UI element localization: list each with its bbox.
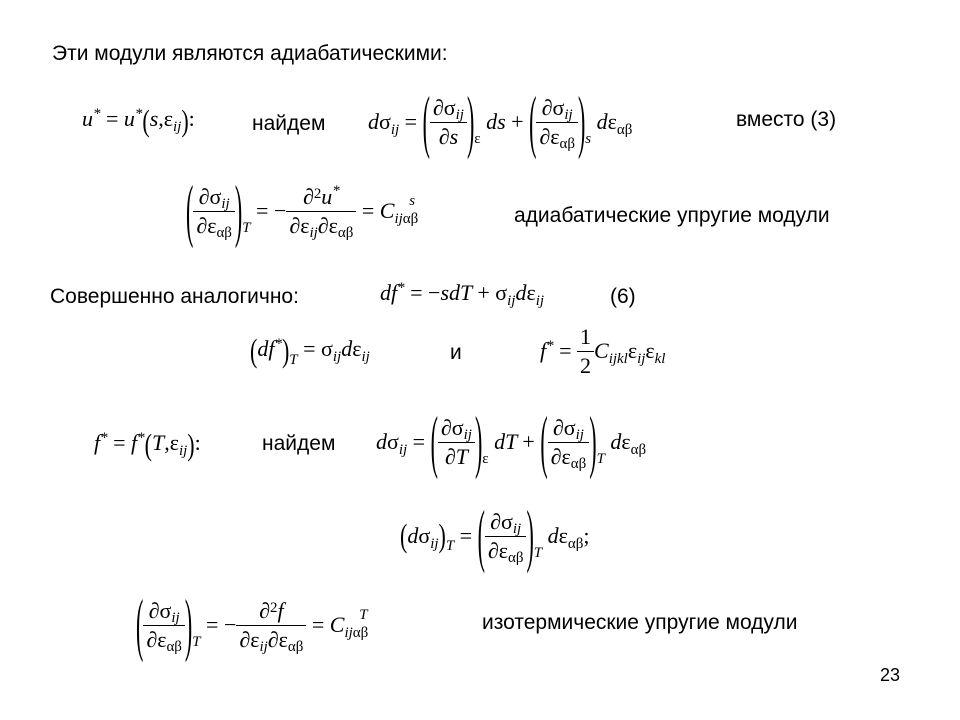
formula-adiabatic-moduli: ( ∂σij∂εαβ )T = − ∂2u*∂εij∂εαβ = Cijαβs: [186, 169, 419, 250]
heading: Эти модули являются адиабатическими:: [52, 42, 448, 65]
label-eq-6: (6): [610, 285, 636, 308]
label-find-2: найдем: [262, 432, 336, 455]
label-similarly: Совершенно аналогично:: [50, 285, 299, 308]
formula-isothermal-moduli: ( ∂σij∂εαβ )T = − ∂2f∂εij∂εαβ = CijαβT: [136, 583, 369, 664]
label-find-1: найдем: [252, 112, 326, 135]
formula-u-star: u* = u*(s,εij):: [82, 102, 195, 138]
label-isothermal-moduli: изотермические упругие модули: [482, 611, 798, 634]
formula-dsigma-isothermal: dσij = ( ∂σij∂T )ε dT + ( ∂σij∂εαβ )T dε…: [376, 400, 647, 481]
formula-dsigma-T: (dσij)T = ( ∂σij∂εαβ )T dεαβ;: [400, 494, 590, 575]
page-number: 23: [880, 665, 901, 685]
label-instead-3: вместо (3): [736, 108, 837, 131]
formula-f-star: f* = f*(T,εij):: [94, 426, 201, 462]
label-and: и: [450, 341, 462, 364]
formula-dsigma-adiabatic: dσij = ( ∂σij∂s )ε ds + ( ∂σij∂εαβ )s dε…: [368, 80, 633, 161]
formula-df-T: (df*)T = σijdεij: [250, 331, 370, 369]
label-adiabatic-moduli: адиабатические упругие модули: [514, 204, 830, 227]
formula-df-star: df* = −sdT + σijdεij: [380, 279, 544, 309]
